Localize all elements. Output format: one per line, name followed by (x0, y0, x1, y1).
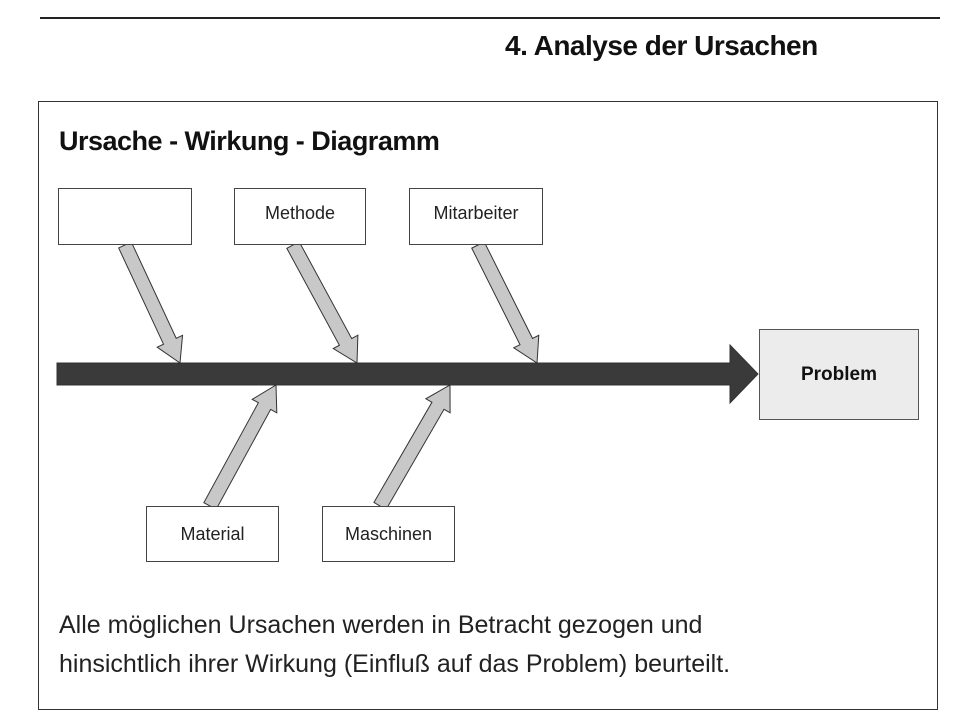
cause-box-empty (58, 188, 192, 245)
cause-box-material: Material (146, 506, 279, 562)
problem-box: Problem (759, 329, 919, 420)
cause-box-mitarbeiter: Mitarbeiter (409, 188, 543, 245)
spine-arrow (56, 343, 759, 405)
cause-box-methode: Methode (234, 188, 366, 245)
bone-arrow-methode (286, 240, 359, 364)
caption-line-1: Alle möglichen Ursachen werden in Betrac… (59, 611, 703, 639)
bone-arrow-material (203, 384, 278, 511)
bone-arrow-mitarbeiter (471, 241, 540, 364)
cause-box-maschinen: Maschinen (322, 506, 455, 562)
bone-arrow-empty (117, 241, 184, 364)
top-rule (40, 17, 940, 19)
caption-line-2: hinsichtlich ihrer Wirkung (Einfluß auf … (59, 650, 731, 678)
diagram-frame (38, 101, 938, 710)
bone-arrow-maschinen (373, 384, 451, 511)
caption: Alle möglichen Ursachen werden in Betrac… (59, 606, 730, 684)
diagram-title: Ursache - Wirkung - Diagramm (59, 126, 440, 156)
section-heading: 4. Analyse der Ursachen (505, 30, 818, 61)
